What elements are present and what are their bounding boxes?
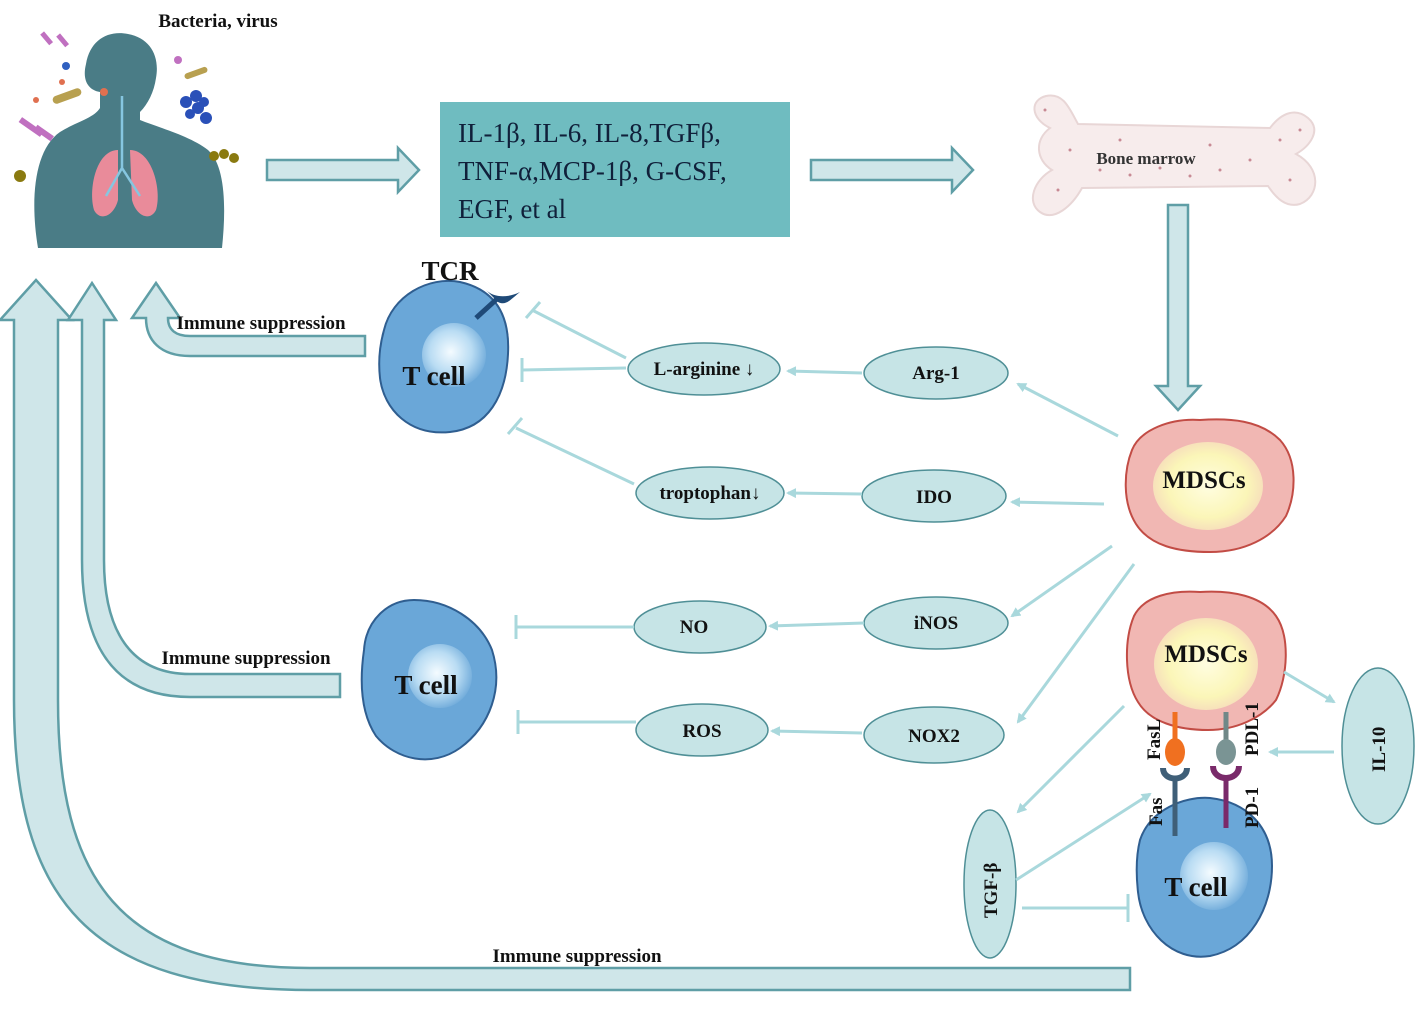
mdsc-label: MDSCs [1164, 641, 1248, 668]
pd1-label: PD-1 [1242, 787, 1263, 828]
t-cell-label: T cell [402, 361, 466, 391]
connector-arrows [768, 366, 1336, 882]
fas-label: Fas [1146, 798, 1167, 827]
t-cell-label: T cell [394, 670, 458, 700]
tcr-label: TCR [421, 256, 479, 286]
svg-text:iNOS: iNOS [914, 613, 958, 634]
t-cell-bottom: T cell [1135, 796, 1274, 958]
bone-label: Bone marrow [1096, 149, 1196, 168]
flow-arrow-to-mdsc [1153, 203, 1203, 412]
mediator-tgfb: TGF-β [963, 809, 1017, 959]
svg-text:IL-10: IL-10 [1369, 727, 1390, 772]
bone-texture [1043, 108, 1302, 192]
svg-text:Arg-1: Arg-1 [912, 363, 959, 384]
cytokine-line-2: TNF-α,MCP-1β, G-CSF, [458, 156, 727, 186]
pdl1-label: PDL-1 [1242, 702, 1263, 756]
suppression-arrow-bottom [0, 278, 1132, 992]
svg-text:NO: NO [680, 617, 709, 638]
fasl-fas-pair [1160, 712, 1190, 836]
inhibition-lines [506, 301, 1130, 922]
svg-text:ROS: ROS [682, 721, 721, 742]
pathogen-icons [14, 31, 239, 182]
bone-marrow-icon [1031, 94, 1317, 216]
mdsc-bottom: MDSCs [1126, 590, 1287, 732]
svg-text:NOX2: NOX2 [908, 726, 960, 747]
mediator-nox2: NOX2 [863, 706, 1005, 764]
svg-text:TGF-β: TGF-β [981, 863, 1002, 918]
pdl1-pd1-pair [1210, 712, 1242, 828]
mdsc-label: MDSCs [1162, 467, 1246, 494]
mediator-troptophan: troptophan↓ [635, 466, 785, 520]
cytokine-line-1: IL-1β, IL-6, IL-8,TGFβ, [458, 118, 721, 148]
source-label: Bacteria, virus [158, 11, 277, 32]
cytokine-box [440, 102, 790, 237]
mdsc-top: MDSCs [1124, 418, 1295, 554]
t-cell-top: T cell [378, 279, 520, 434]
flow-arrow-to-cytokines [265, 144, 421, 196]
mediator-ros: ROS [635, 703, 769, 757]
flow-arrow-to-bone [809, 144, 975, 196]
tcr-receptor-icon [486, 290, 520, 304]
t-cell-label: T cell [1164, 872, 1228, 902]
suppression-label-middle: Immune suppression [161, 648, 331, 669]
mediator-ido: IDO [861, 469, 1007, 523]
mediator-arg1: Arg-1 [863, 346, 1009, 400]
fasl-label: FasL [1144, 719, 1165, 760]
svg-text:IDO: IDO [916, 487, 952, 508]
mediator-no: NO [633, 600, 767, 654]
suppression-label-top: Immune suppression [176, 313, 346, 334]
svg-text:L-arginine ↓: L-arginine ↓ [654, 359, 755, 380]
suppression-label-bottom: Immune suppression [492, 946, 662, 967]
human-figure-icon [34, 33, 225, 249]
cytokine-line-3: EGF, et al [458, 194, 566, 224]
mediator-inos: iNOS [863, 596, 1009, 650]
mediator-il10: IL-10 [1341, 667, 1415, 825]
mediator-larginine: L-arginine ↓ [627, 342, 781, 396]
suppression-arrow-top [129, 280, 367, 358]
t-cell-middle: T cell [360, 598, 498, 761]
suppression-arrow-middle [65, 280, 342, 699]
svg-text:troptophan↓: troptophan↓ [659, 483, 760, 504]
